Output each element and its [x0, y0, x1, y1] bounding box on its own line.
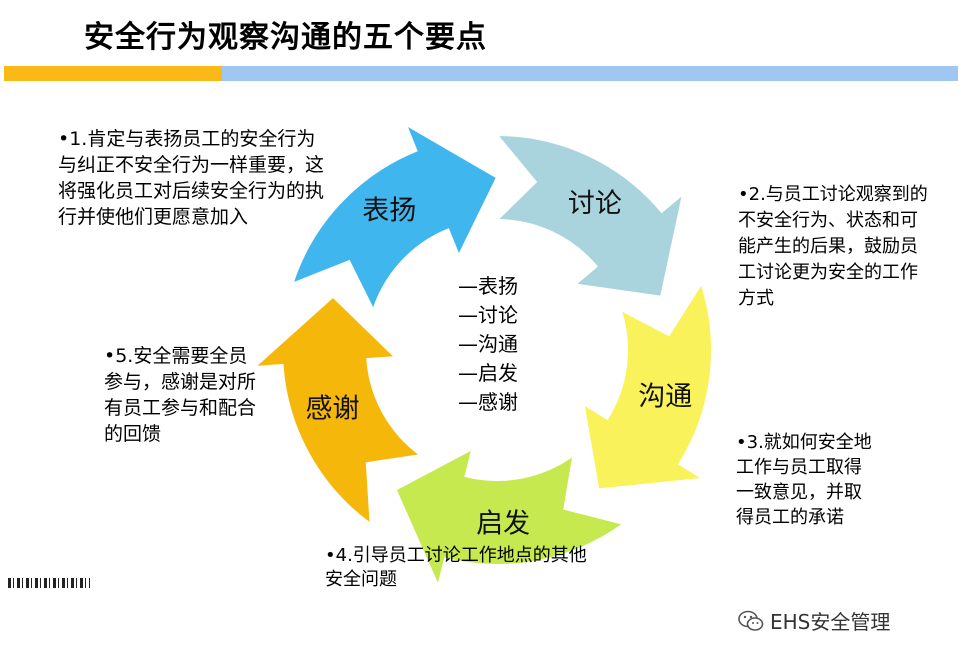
center-item: —表扬	[458, 274, 518, 298]
note-1: •1.肯定与表扬员工的安全行为与纠正不安全行为一样重要，这将强化员工对后续安全行…	[58, 128, 325, 228]
cycle-arrow-1	[290, 122, 499, 313]
cycle-arrow-5	[251, 295, 424, 526]
center-item: —沟通	[458, 332, 518, 356]
brand-text: EHS安全管理	[770, 610, 891, 634]
note-3: •3.就如何安全地工作与员工取得一致意见，并取得员工的承诺	[736, 432, 872, 528]
title-underline	[222, 66, 958, 81]
cycle-label-4: 启发	[476, 508, 530, 539]
center-list: —表扬 —讨论 —沟通 —启发 —感谢	[458, 272, 518, 417]
cycle-label-2: 讨论	[568, 188, 622, 219]
center-item: —启发	[458, 361, 518, 385]
title-underline-accent	[4, 66, 222, 81]
note-2: •2.与员工讨论观察到的不安全行为、状态和可能产生的后果，鼓励员工讨论更为安全的…	[738, 184, 928, 309]
wechat-icon	[738, 610, 764, 631]
cycle-arrow-3	[582, 281, 713, 491]
brand-watermark: EHS安全管理	[738, 606, 890, 635]
note-5: •5.安全需要全员参与，感谢是对所有员工参与和配合的回馈	[104, 345, 257, 445]
note-4: •4.引导员工讨论工作地点的其他安全问题	[325, 545, 587, 590]
page-title: 安全行为观察沟通的五个要点	[84, 20, 487, 55]
cycle-arrow-4	[394, 447, 626, 589]
cycle-arrow-2	[494, 133, 685, 298]
cycle-label-5: 感谢	[306, 393, 360, 424]
watermark-noise	[8, 578, 90, 588]
center-item: —感谢	[458, 390, 518, 414]
cycle-label-1: 表扬	[362, 196, 416, 227]
cycle-label-3: 沟通	[638, 382, 692, 413]
center-item: —讨论	[458, 303, 518, 327]
